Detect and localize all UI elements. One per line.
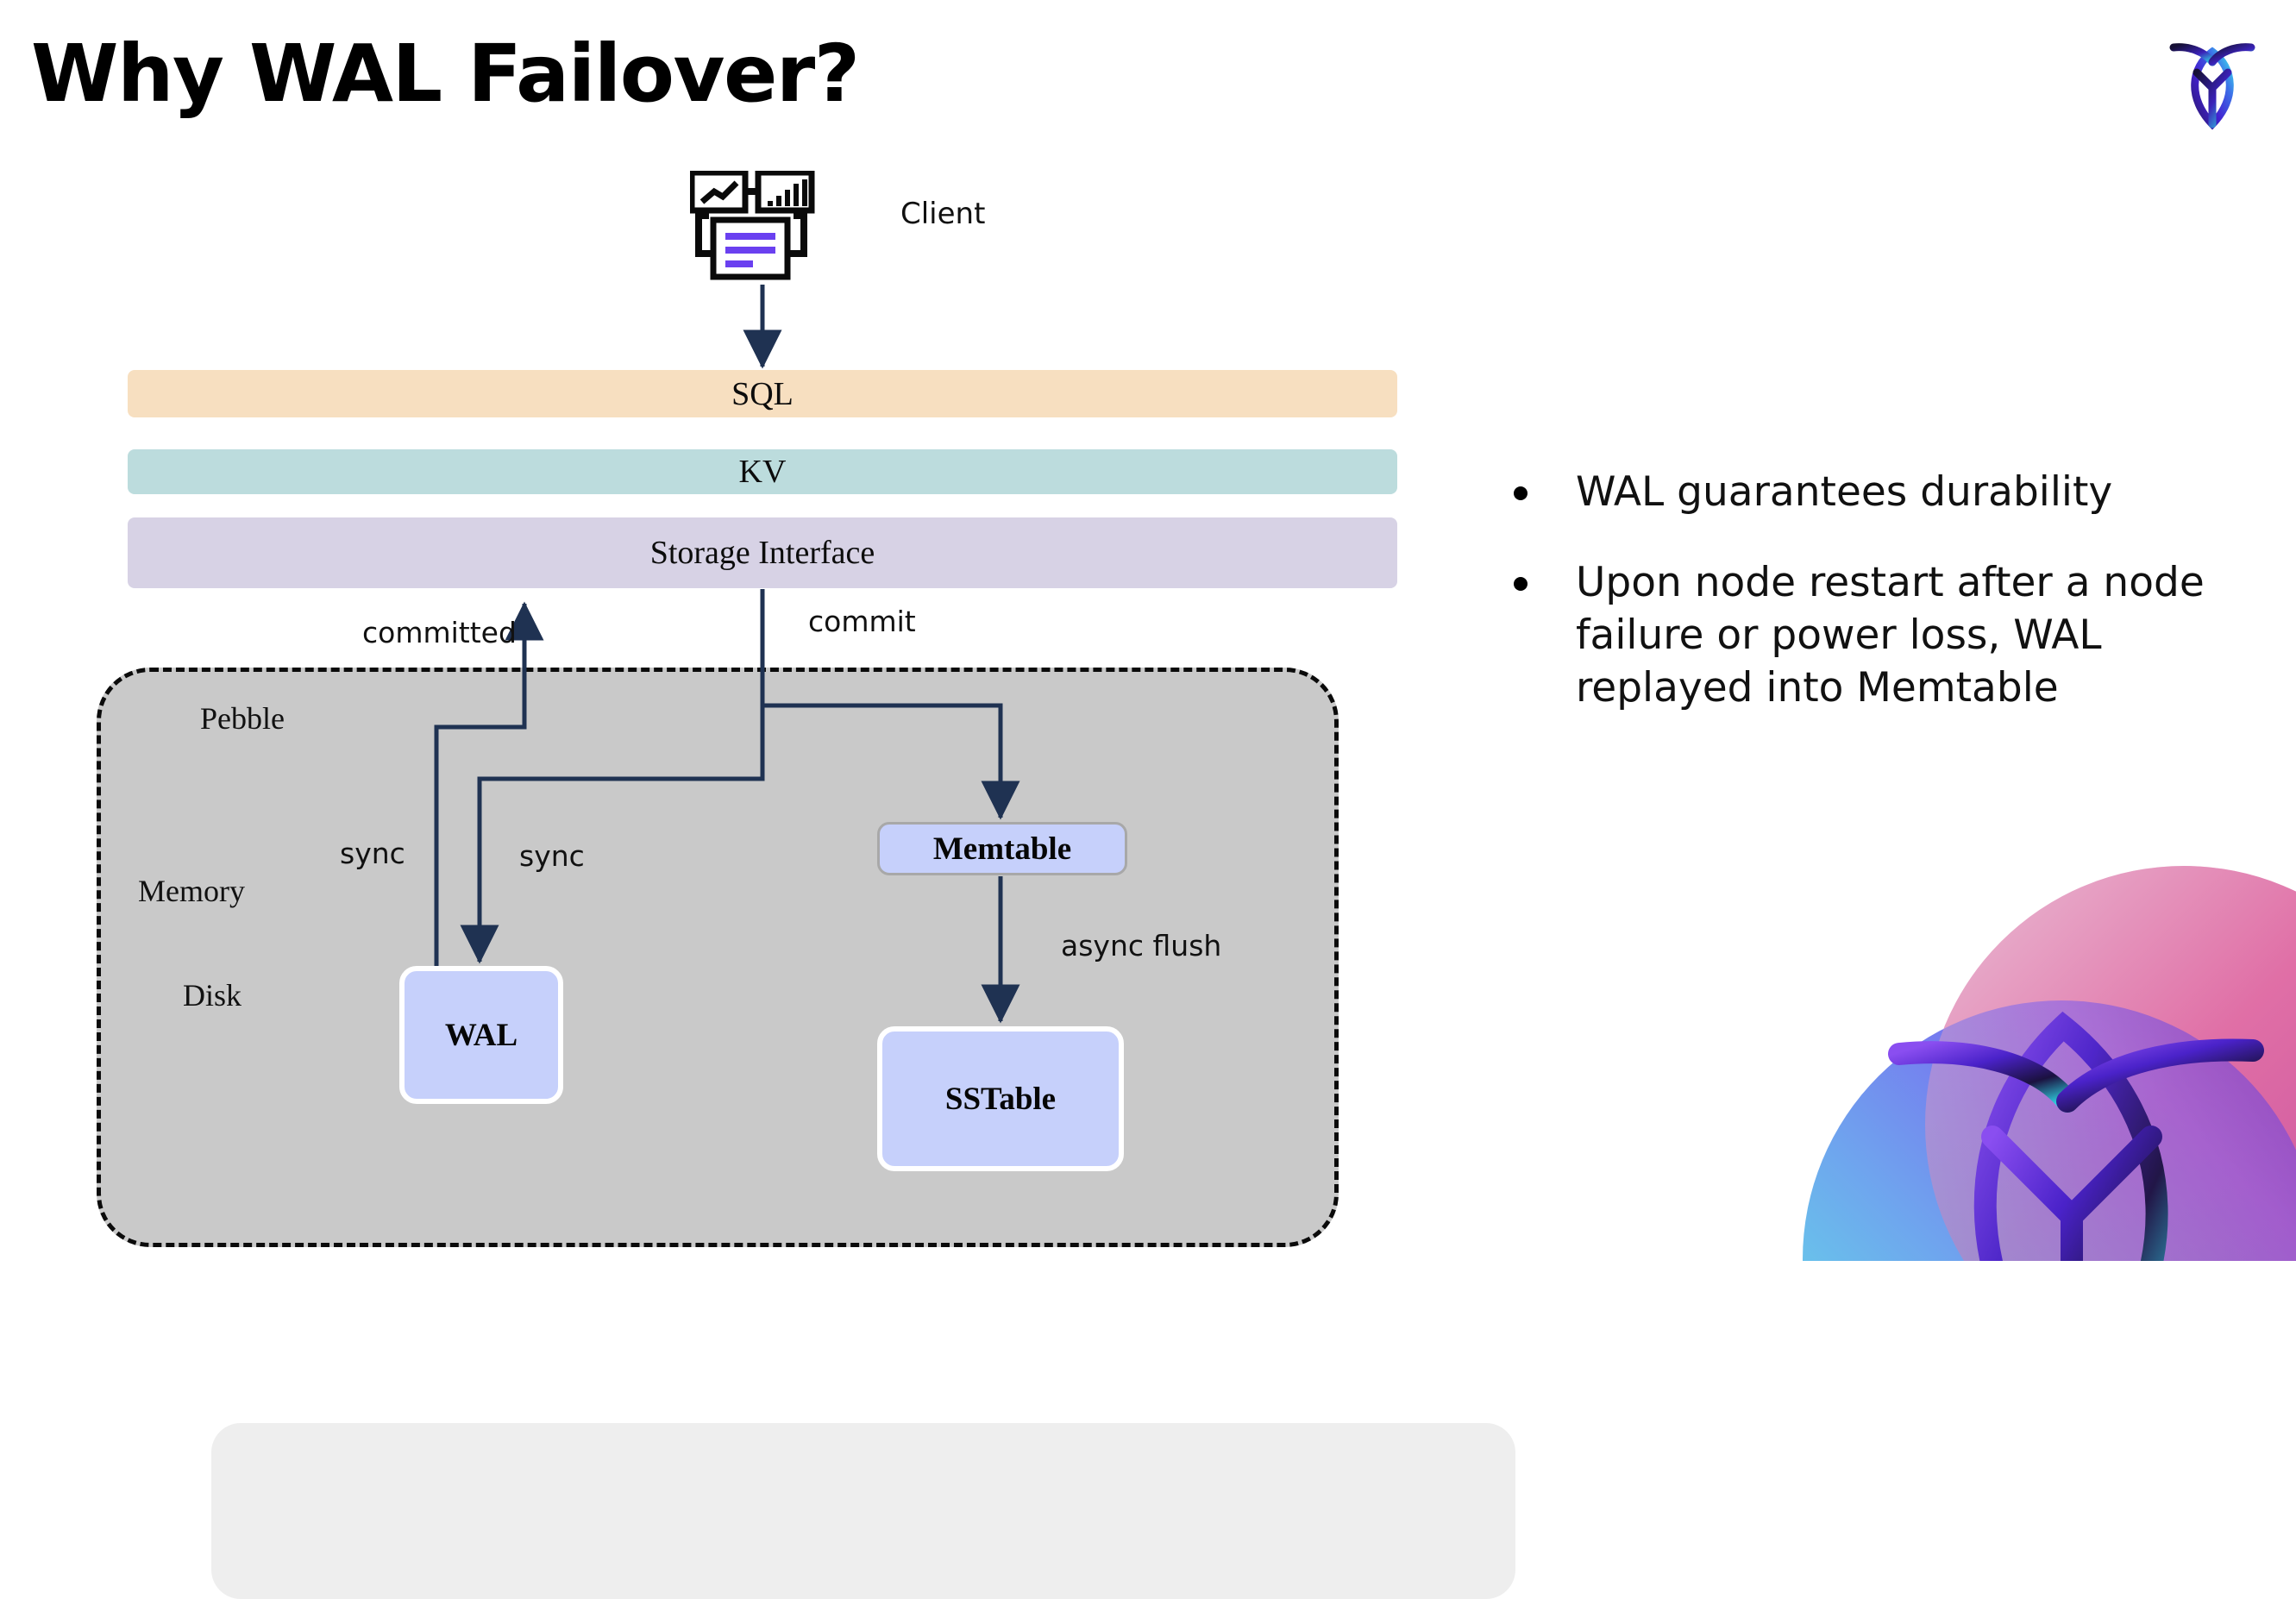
store-box-memtable: Memtable xyxy=(877,822,1127,875)
bullet-dot-icon xyxy=(1514,486,1528,500)
bullet-text: WAL guarantees durability xyxy=(1576,468,2113,516)
list-item: Upon node restart after a node failure o… xyxy=(1514,556,2238,714)
cockroachdb-logo xyxy=(2148,19,2277,148)
page-title: Why WAL Failover? xyxy=(31,28,860,120)
client-label: Client xyxy=(900,197,986,231)
layer-bar-storage-interface: Storage Interface xyxy=(128,517,1397,588)
layer-bar-kv-label: KV xyxy=(738,454,787,490)
pebble-label: Pebble xyxy=(200,701,285,736)
layer-bar-sql: SQL xyxy=(128,370,1397,417)
client-dashboard-icon xyxy=(688,169,828,283)
bullet-list: WAL guarantees durability Upon node rest… xyxy=(1514,466,2238,752)
cockroachdb-corner-artwork xyxy=(1701,804,2296,1261)
edge-label-commit: commit xyxy=(808,605,916,638)
layer-bar-sql-label: SQL xyxy=(731,375,794,412)
edge-label-committed: committed xyxy=(362,616,517,649)
memory-region xyxy=(211,1423,1515,1599)
store-box-sstable: SSTable xyxy=(877,1026,1124,1171)
edge-label-sync-right: sync xyxy=(519,839,585,873)
memory-region-label: Memory xyxy=(138,874,245,908)
layer-bar-storage-interface-label: Storage Interface xyxy=(649,535,875,571)
layer-bar-kv: KV xyxy=(128,449,1397,494)
store-box-wal: WAL xyxy=(399,966,563,1104)
edge-label-sync-left: sync xyxy=(340,837,405,870)
list-item: WAL guarantees durability xyxy=(1514,466,2238,518)
edge-label-async-flush: async flush xyxy=(1061,929,1222,963)
bullet-dot-icon xyxy=(1514,577,1528,592)
store-box-memtable-label: Memtable xyxy=(932,831,1072,867)
store-box-wal-label: WAL xyxy=(444,1017,518,1053)
disk-region-label: Disk xyxy=(183,978,242,1013)
store-box-sstable-label: SSTable xyxy=(944,1081,1057,1117)
bullet-text: Upon node restart after a node failure o… xyxy=(1576,559,2205,712)
slide-canvas: Why WAL Failover? xyxy=(31,19,2296,1599)
